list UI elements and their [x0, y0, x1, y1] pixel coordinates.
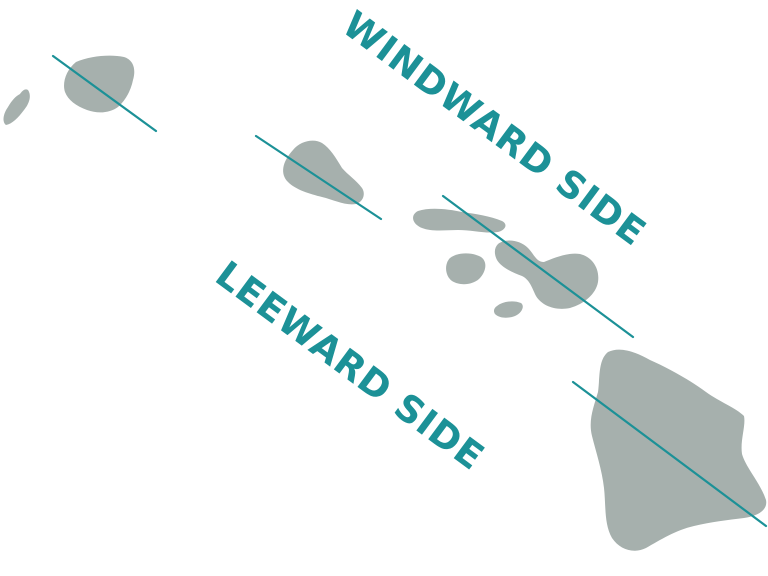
hawaii-big-island: [590, 349, 767, 551]
molokai-island: [413, 208, 506, 233]
maui-divider-line: [441, 194, 635, 339]
niihau-island: [3, 89, 30, 125]
lanai-island: [446, 253, 486, 285]
kahoolawe-island: [493, 301, 523, 318]
leeward-side-label: LEEWARD SIDE: [208, 253, 493, 479]
divider-lines: [51, 54, 768, 528]
oahu-island: [283, 140, 364, 205]
windward-side-label: WINDWARD SIDE: [335, 3, 654, 255]
oahu-divider-line: [254, 134, 383, 221]
islands: [3, 55, 767, 551]
hawaii-divider-line: [571, 380, 768, 528]
kauai-island: [64, 55, 135, 113]
kauai-divider-line: [51, 54, 158, 133]
